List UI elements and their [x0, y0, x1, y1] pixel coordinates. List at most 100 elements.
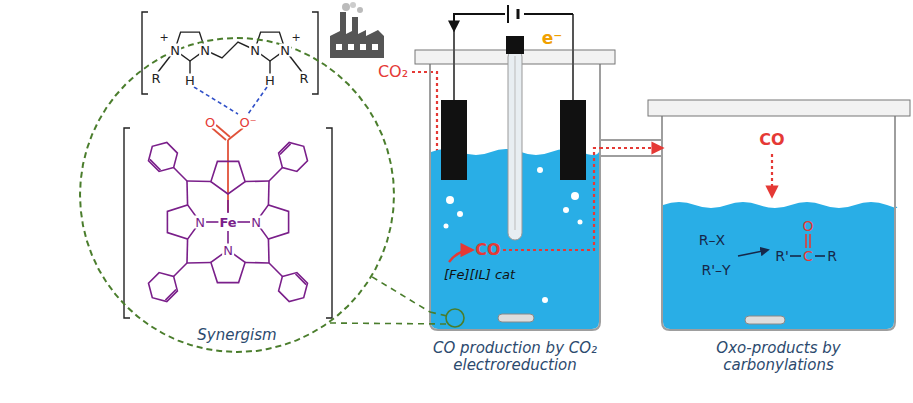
gas-label: CO [759, 131, 784, 149]
porphyrin-part [280, 144, 291, 155]
porphyrin-part [187, 262, 211, 264]
porphyrin-part [237, 221, 250, 223]
atom-label: N [250, 216, 262, 229]
reactor-beaker-part [815, 255, 825, 257]
porphyrin-part [279, 143, 308, 172]
cell-beaker-part [441, 100, 467, 180]
cell-beaker-part [515, 56, 516, 230]
porphyrin-part [245, 262, 269, 264]
factory-icon-part [348, 44, 354, 50]
cell-beaker [330, 5, 662, 330]
cell-beaker-part [600, 155, 662, 157]
carboxylate-part [228, 128, 243, 140]
gas-formula: CO₂ [377, 64, 409, 80]
porphyrin-part [187, 180, 211, 182]
electron-label: e⁻ [541, 30, 564, 47]
electrolysis-cell: CO[Fe][IL] catCO production by CO₂ elect… [430, 58, 600, 330]
product-atom: C [802, 249, 814, 263]
porphyrin-part [124, 128, 130, 318]
porphyrin-part [227, 200, 229, 213]
factory-icon-part [342, 3, 350, 11]
cell-beaker-part [498, 314, 534, 322]
cell-beaker-part [560, 100, 586, 180]
reactor-beaker-part [745, 316, 785, 324]
porphyrin-part [149, 273, 178, 302]
cell-beaker-part [506, 36, 524, 54]
cell-beaker-part [517, 9, 520, 19]
imidazolium-dication-part [142, 12, 148, 94]
carboxylate [212, 125, 243, 212]
atom-label: H [184, 74, 196, 87]
zoom-circle: Synergism [79, 37, 395, 353]
circle-title: Synergism [81, 327, 393, 344]
porphyrin-part [269, 168, 282, 181]
carboxylate-part [212, 128, 226, 140]
cell-beaker-part [578, 220, 583, 225]
charge-sign: + [290, 32, 301, 43]
imidazolium-dication-part [189, 61, 190, 74]
porphyrin-part [186, 239, 188, 263]
cell-beaker-part [524, 13, 573, 15]
cell-beaker-part [430, 312, 447, 316]
product-atom: R [826, 249, 838, 263]
reactor-beaker-part [790, 255, 801, 257]
porphyrin-part [245, 180, 269, 182]
cell-beaker-part [542, 297, 548, 303]
cell-beaker-part [446, 309, 464, 327]
reactor-beaker-part [662, 116, 895, 330]
reactor-beaker [648, 100, 910, 330]
carbonylation-reactor: COOxo-products by carbonylations [662, 118, 895, 330]
porphyrin-part [174, 263, 187, 276]
factory-icon-part [372, 44, 378, 50]
atom-label: N [279, 44, 291, 57]
cell-beaker-part [446, 196, 454, 204]
atom-label: H [264, 74, 276, 87]
reactor-beaker-part [809, 234, 811, 248]
atom-label: N [199, 44, 211, 57]
cell-beaker-part [454, 14, 505, 30]
zoom-leader [372, 277, 430, 312]
reactor-beaker-part [805, 234, 807, 248]
cell-beaker-part [330, 323, 447, 324]
porphyrin-part [269, 263, 282, 276]
atom-label: O [204, 116, 216, 129]
porphyrin-part [268, 181, 270, 205]
atom-label: N [194, 216, 206, 229]
cell-beaker-part [457, 211, 463, 217]
reactor-beaker-part [738, 250, 768, 256]
cell-beaker-part [572, 14, 574, 100]
reactor-beaker-part [648, 100, 910, 116]
porphyrin-part [227, 231, 229, 244]
porphyrin-part [279, 273, 308, 302]
cell-beaker-part [503, 148, 600, 250]
hydrogen-bond [194, 87, 267, 114]
catalyst-label: [Fe][IL] cat [444, 268, 515, 283]
substituent-label: R [298, 72, 309, 85]
imidazolium-dication-part [205, 42, 255, 58]
imidazolium-dication [142, 12, 318, 94]
factory-icon-part [357, 7, 363, 13]
atom-label: O⁻ [238, 116, 257, 129]
imidazolium-dication-part [269, 61, 270, 74]
reactant-label: R–X [698, 233, 726, 247]
porphyrin-part [165, 290, 176, 301]
factory-icon-part [350, 2, 356, 8]
cell-beaker-part [537, 167, 543, 173]
product-atom: O [801, 219, 814, 233]
cell-beaker-part [600, 139, 662, 141]
atom-label: N [169, 44, 181, 57]
porphyrin-part [211, 161, 245, 194]
porphyrin-part [268, 239, 270, 263]
metal-label: Fe [218, 216, 237, 229]
reactor-caption: Oxo-products by carbonylations [662, 340, 895, 375]
product-label: CO [475, 241, 500, 259]
factory-icon [330, 2, 384, 58]
porphyrin-part [326, 128, 332, 318]
carboxylate-part [227, 140, 229, 212]
hydrogen-bond-part [248, 87, 267, 114]
reactor-beaker-part [663, 202, 897, 329]
atom-label: N [222, 244, 234, 257]
product-atom: R' [774, 249, 790, 263]
reactant-label: R'–Y [700, 263, 731, 277]
